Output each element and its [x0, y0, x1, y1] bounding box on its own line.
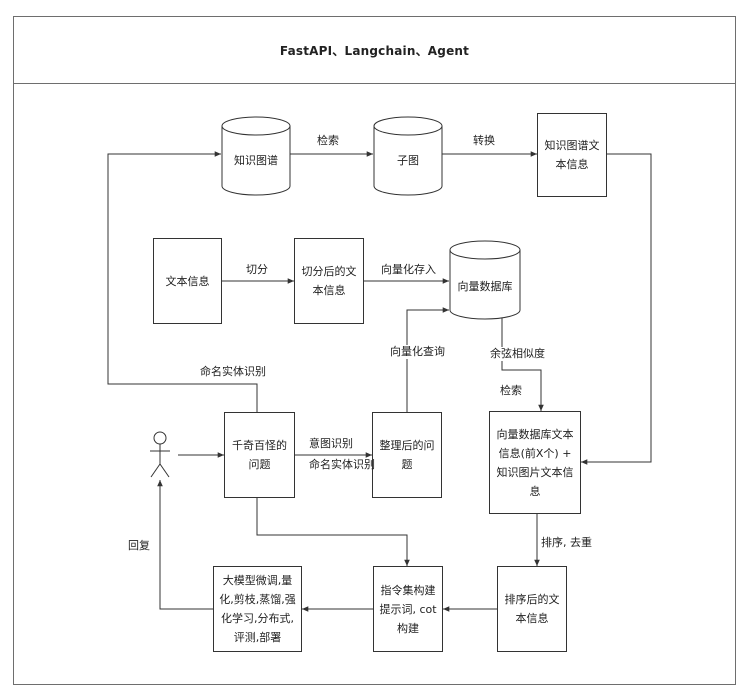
node-instruction: 指令集构建提示词, cot构建 [373, 566, 443, 652]
node-question: 千奇百怪的问题 [224, 412, 295, 498]
node-vector-db: 向量数据库 [457, 280, 513, 293]
edge-label-reply: 回复 [128, 539, 150, 552]
edge-label-sort-dedup: 排序, 去重 [541, 536, 592, 549]
edge-query-to-vectordb [406, 307, 449, 412]
edge-label-retrieve-kg: 检索 [317, 134, 339, 147]
edge-label-vectorize-query: 向量化查询 [390, 345, 445, 359]
cylinder-subgraph [373, 116, 443, 196]
node-knowledge-graph: 知识图谱 [234, 154, 278, 167]
edge-label-split: 切分 [246, 263, 268, 276]
edge-vectordb-to-merged [501, 318, 544, 411]
node-split-text: 切分后的文本信息 [294, 238, 364, 324]
diagram-title: FastAPI、Langchain、Agent [279, 43, 470, 58]
edge-kgtext-to-merged [581, 153, 652, 465]
cylinder-vector-db [449, 240, 521, 320]
edge-llm-to-user [157, 480, 213, 610]
node-llm-tasks: 大模型微调,量化,剪枝,蒸馏,强化学习,分布式,评测,部署 [213, 566, 302, 652]
edge-label-intent: 意图识别 [309, 437, 353, 450]
edge-label-retrieve-vec: 检索 [500, 384, 522, 397]
node-subgraph: 子图 [397, 154, 419, 167]
edge-label-cosine: 余弦相似度 [490, 347, 545, 361]
user-actor-icon [150, 431, 170, 478]
node-merged-info: 向量数据库文本信息(前X个) + 知识图片文本信息 [489, 411, 581, 514]
edge-label-ner: 命名实体识别 [200, 365, 266, 378]
node-sorted-text: 排序后的文本信息 [497, 566, 567, 652]
edge-label-vectorize-store: 向量化存入 [381, 263, 436, 276]
title-bar: FastAPI、Langchain、Agent [13, 16, 736, 84]
edge-question-to-instruction [256, 497, 410, 566]
edge-label-intent-ner: 命名实体识别 [309, 458, 375, 471]
node-processed-question: 整理后的问题 [372, 412, 442, 498]
cylinder-knowledge-graph [221, 116, 291, 196]
node-text-info: 文本信息 [153, 238, 222, 324]
node-kg-text: 知识图谱文本信息 [537, 113, 607, 197]
edge-label-convert: 转换 [473, 134, 495, 147]
edge-question-to-kg [107, 151, 258, 412]
